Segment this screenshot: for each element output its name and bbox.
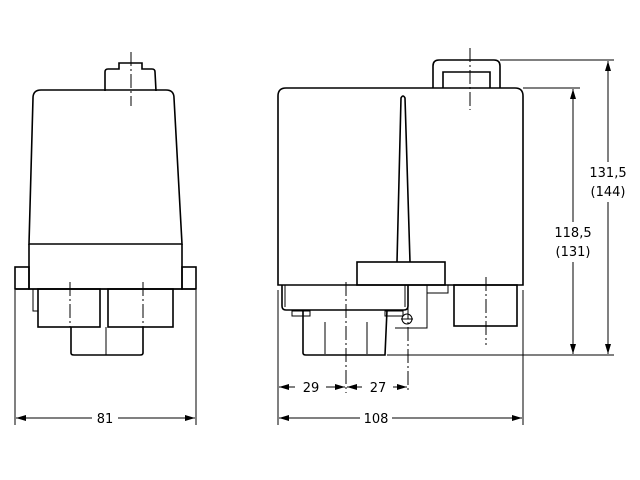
- front-terminal-block: [281, 285, 409, 311]
- side-housing: [28, 89, 183, 245]
- side-terminal-left: [37, 288, 101, 328]
- side-bottom-box: [70, 327, 144, 356]
- front-view: [277, 48, 614, 425]
- front-knob: [432, 59, 501, 88]
- front-bottom-box: [302, 309, 388, 356]
- dim-height-outer-alt: (144): [591, 185, 626, 200]
- screw-right: [384, 310, 404, 317]
- lever-plate: [356, 261, 446, 286]
- dim-height-inner-alt: (131): [556, 245, 591, 260]
- dim-side-width: 81: [97, 412, 114, 427]
- dim-offset-mid: 27: [370, 381, 387, 396]
- dim-offset-left: 29: [303, 381, 320, 396]
- side-flange-right: [181, 266, 197, 290]
- side-base: [28, 244, 183, 290]
- dim-height-inner: 118,5: [554, 226, 591, 241]
- side-view: [14, 52, 197, 425]
- dim-front-width: 108: [364, 412, 389, 427]
- dim-height-outer: 131,5: [589, 166, 626, 181]
- side-terminal-right: [107, 288, 174, 328]
- screw-left: [291, 310, 311, 317]
- side-flange-left: [14, 266, 30, 290]
- front-housing: [277, 87, 524, 286]
- lever: [396, 95, 411, 263]
